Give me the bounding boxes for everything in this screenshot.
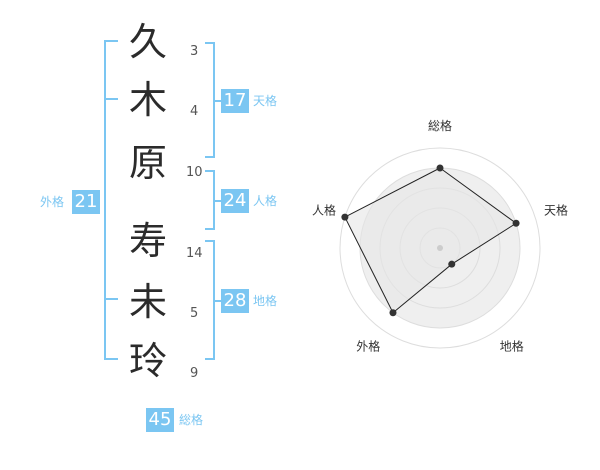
jinkaku-bracket-bottom bbox=[205, 228, 215, 230]
tenkaku-badge: 17 bbox=[221, 89, 249, 113]
radar-axis-label-1: 総格 bbox=[428, 118, 452, 133]
radar-axis-label-3: 地格 bbox=[500, 339, 524, 354]
chikaku-bracket-pointer bbox=[213, 300, 221, 302]
stroke-count-3: 10 bbox=[186, 165, 203, 180]
gaikaku-label: 外格 bbox=[40, 195, 65, 209]
chikaku-bracket-top bbox=[205, 240, 215, 242]
tenkaku-bracket-bottom bbox=[205, 156, 215, 158]
radar-axis-label-5: 人格 bbox=[312, 202, 336, 217]
stroke-count-2: 4 bbox=[190, 104, 199, 119]
stroke-count-6: 9 bbox=[190, 366, 199, 381]
gaikaku-bracket-bottom bbox=[104, 358, 118, 360]
name-char-5: 未 bbox=[128, 280, 167, 324]
tenkaku-bracket-pointer bbox=[213, 100, 221, 102]
radar-point-3 bbox=[448, 260, 456, 268]
gaikaku-bracket-mid2 bbox=[104, 298, 118, 300]
radar-point-5 bbox=[341, 213, 349, 221]
chikaku-label: 地格 bbox=[253, 294, 278, 308]
jinkaku-bracket-pointer bbox=[213, 200, 221, 202]
name-char-6: 玲 bbox=[128, 339, 167, 383]
gaikaku-bracket-mid1 bbox=[104, 98, 118, 100]
radar-axis-label-4: 外格 bbox=[356, 339, 380, 354]
chikaku-badge: 28 bbox=[221, 289, 249, 313]
stroke-count-1: 3 bbox=[190, 44, 199, 59]
jinkaku-bracket-top bbox=[205, 170, 215, 172]
name-char-1: 久 bbox=[128, 20, 167, 64]
jinkaku-label: 人格 bbox=[253, 194, 278, 208]
chikaku-bracket-bottom bbox=[205, 358, 215, 360]
radar-center-dot bbox=[437, 245, 443, 251]
name-char-2: 木 bbox=[128, 78, 167, 122]
radar-point-2 bbox=[512, 219, 520, 227]
radar-point-4 bbox=[389, 309, 397, 317]
soukaku-label: 総格 bbox=[179, 413, 204, 427]
soukaku-badge: 45 bbox=[146, 408, 174, 432]
stroke-count-5: 5 bbox=[190, 306, 199, 321]
gaikaku-bracket-vertical bbox=[104, 40, 106, 360]
tenkaku-label: 天格 bbox=[253, 94, 278, 108]
radar-data-polygon bbox=[344, 167, 517, 314]
tenkaku-bracket-top bbox=[205, 42, 215, 44]
radar-point-1 bbox=[436, 164, 444, 172]
radar-data-points bbox=[341, 164, 520, 317]
stroke-count-4: 14 bbox=[186, 246, 203, 261]
name-char-4: 寿 bbox=[128, 219, 167, 263]
gaikaku-badge: 21 bbox=[72, 190, 100, 214]
name-char-3: 原 bbox=[128, 141, 167, 185]
jinkaku-badge: 24 bbox=[221, 189, 249, 213]
radar-axis-label-2: 天格 bbox=[544, 202, 568, 217]
gaikaku-bracket-top bbox=[104, 40, 118, 42]
